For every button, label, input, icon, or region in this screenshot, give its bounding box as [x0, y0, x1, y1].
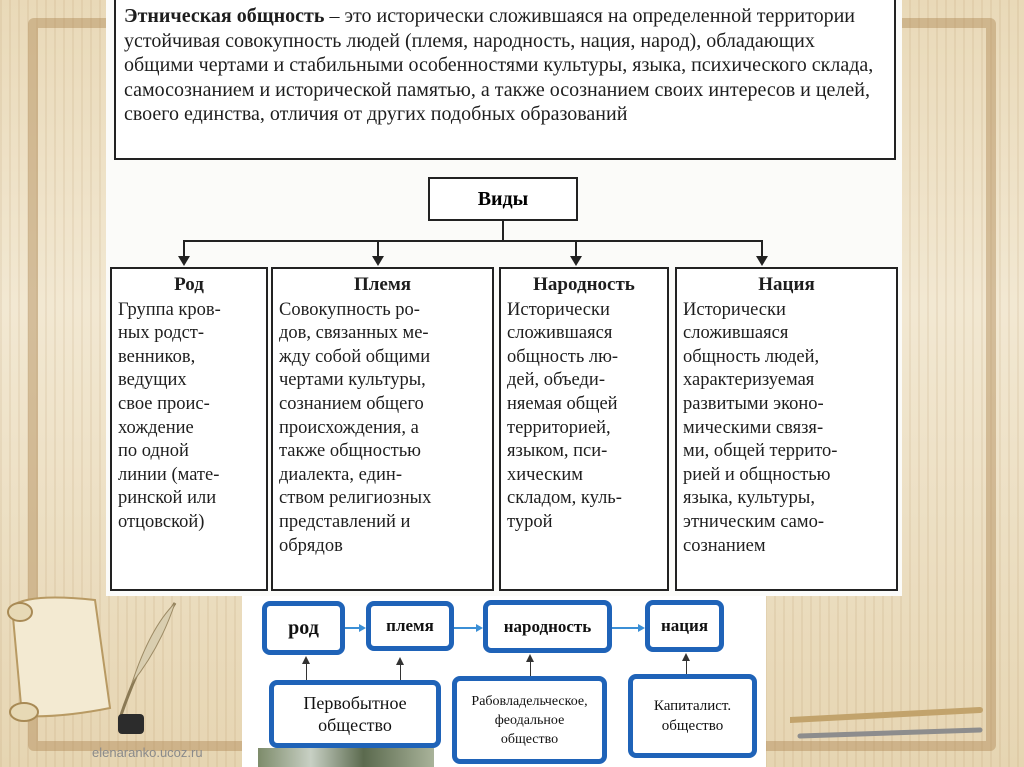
society-arrow-head-2 [396, 657, 404, 665]
arrow-head-1 [178, 256, 190, 266]
definition-term: Этническая общность [124, 5, 324, 27]
watermark: elenaranko.ucoz.ru [92, 745, 203, 760]
connector-horizontal [183, 240, 761, 242]
photo-fragment [258, 748, 434, 767]
stage-label: нация [661, 616, 708, 636]
society-arrow-head-4 [682, 653, 690, 661]
stage-label: народность [504, 617, 592, 637]
type-title: Народность [507, 273, 661, 297]
definition-box: Этническая общность – это исторически сл… [114, 0, 896, 160]
type-description: Исторически сложившаяся общность лю- дей… [507, 299, 661, 535]
type-title: Племя [279, 273, 486, 297]
society-arrow-head-1 [302, 656, 310, 664]
stage-arrow-line-1 [345, 627, 359, 629]
stage-box-naciya: нация [645, 600, 724, 652]
arrow-head-3 [570, 256, 582, 266]
type-box-narodnost: Народность Исторически сложившаяся общно… [499, 267, 669, 591]
stage-arrow-line-2 [454, 627, 476, 629]
connector-vertical-main [502, 221, 504, 241]
type-box-naciya: Нация Исторически сложившаяся общность л… [675, 267, 898, 591]
stage-arrow-head-2 [476, 624, 483, 632]
society-label: Капиталист. общество [654, 696, 731, 736]
stage-box-rod: род [262, 601, 345, 655]
society-arrow-head-3 [526, 654, 534, 662]
type-title: Род [118, 273, 260, 297]
type-box-rod: Род Группа кров- ных родст- венников, ве… [110, 267, 268, 591]
society-box-primitive: Первобытное общество [269, 680, 441, 748]
type-box-plemya: Племя Совокупность ро- дов, связанных ме… [271, 267, 494, 591]
stage-arrow-head-1 [359, 624, 366, 632]
type-description: Исторически сложившаяся общность людей, … [683, 299, 890, 559]
stage-arrow-line-3 [612, 627, 638, 629]
society-box-capitalist: Капиталист. общество [628, 674, 757, 758]
type-description: Группа кров- ных родст- венников, ведущи… [118, 299, 260, 535]
stage-box-narodnost: народность [483, 600, 612, 653]
scroll-quill-decoration [0, 588, 180, 738]
type-description: Совокупность ро- дов, связанных ме- жду … [279, 299, 486, 559]
type-title: Нация [683, 273, 890, 297]
arrow-head-4 [756, 256, 768, 266]
society-arrow-line-1 [306, 663, 307, 681]
society-label: Рабовладельческое, феодальное общество [471, 692, 587, 749]
stage-label: род [288, 617, 319, 640]
arrow-head-2 [372, 256, 384, 266]
types-header: Виды [428, 177, 578, 221]
society-arrow-line-2 [400, 664, 401, 681]
society-box-slave-feudal: Рабовладельческое, феодальное общество [452, 676, 607, 764]
society-label: Первобытное общество [303, 692, 406, 736]
pen-decoration [790, 700, 990, 760]
stage-arrow-head-3 [638, 624, 645, 632]
stage-label: племя [386, 616, 434, 636]
stage-box-plemya: племя [366, 601, 454, 651]
